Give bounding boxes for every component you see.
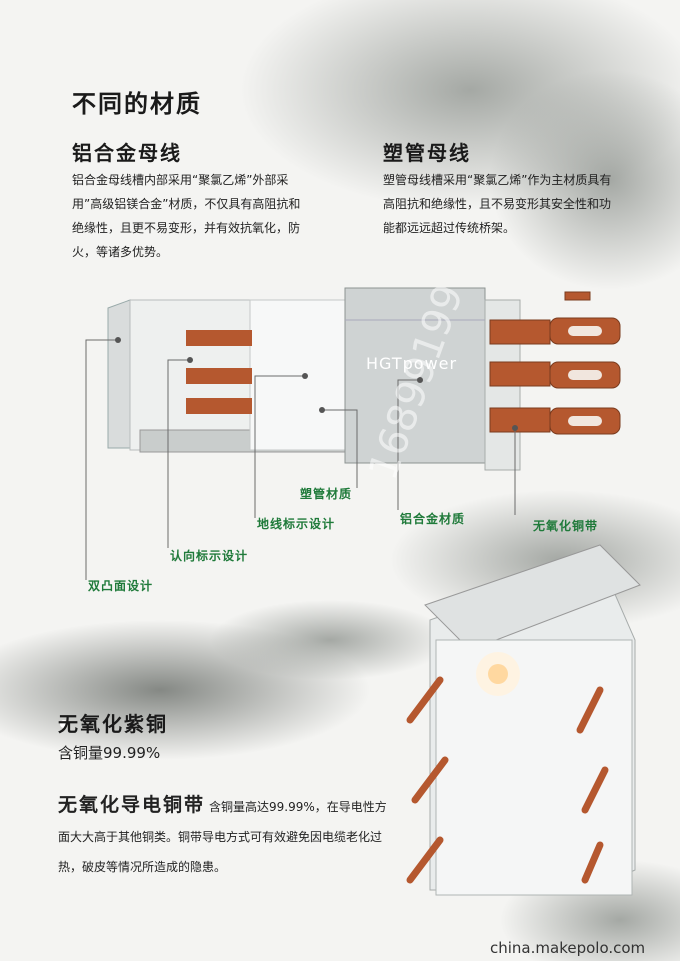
callout-oxygen-free-strip: 无氧化铜带: [533, 519, 599, 533]
copper-strip-title: 无氧化导电铜带: [58, 794, 206, 816]
product-brand: HGTpower: [366, 354, 458, 373]
bullet-dot: [60, 720, 68, 728]
page-title: 不同的材质: [72, 90, 202, 118]
copper-purity: 含铜量99.99%: [58, 744, 161, 762]
callout-direction-mark: 认向标示设计: [170, 549, 249, 563]
callout-aluminum-material: 铝合金材质: [400, 512, 466, 526]
footer-url: china.makepolo.com: [490, 939, 646, 957]
plastic-title: 塑管母线: [383, 141, 471, 165]
callout-ground-mark: 地线标示设计: [257, 517, 336, 531]
copper-title: 无氧化紫铜: [58, 712, 168, 736]
copper-strip-section: 无氧化导电铜带含铜量高达99.99%，在导电性方面大大高于其他铜类。铜带导电方式…: [58, 790, 398, 882]
aluminum-description: 铝合金母线槽内部采用“聚氯乙烯”外部采用”高级铝镁合金”材质，不仅具有高阻抗和绝…: [72, 173, 301, 259]
plastic-description: 塑管母线槽采用“聚氯乙烯”作为主材质具有高阻抗和绝缘性，且不易变形其安全性和功能…: [383, 173, 612, 235]
aluminum-title: 铝合金母线: [72, 141, 182, 165]
copper-strip-description: 含铜量高达99.99%，在导电性方面大大高于其他铜类。铜带导电方式可有效避免因电…: [58, 800, 387, 874]
callout-plastic-material: 塑管材质: [300, 487, 353, 501]
callout-double-convex: 双凸面设计: [88, 579, 154, 593]
